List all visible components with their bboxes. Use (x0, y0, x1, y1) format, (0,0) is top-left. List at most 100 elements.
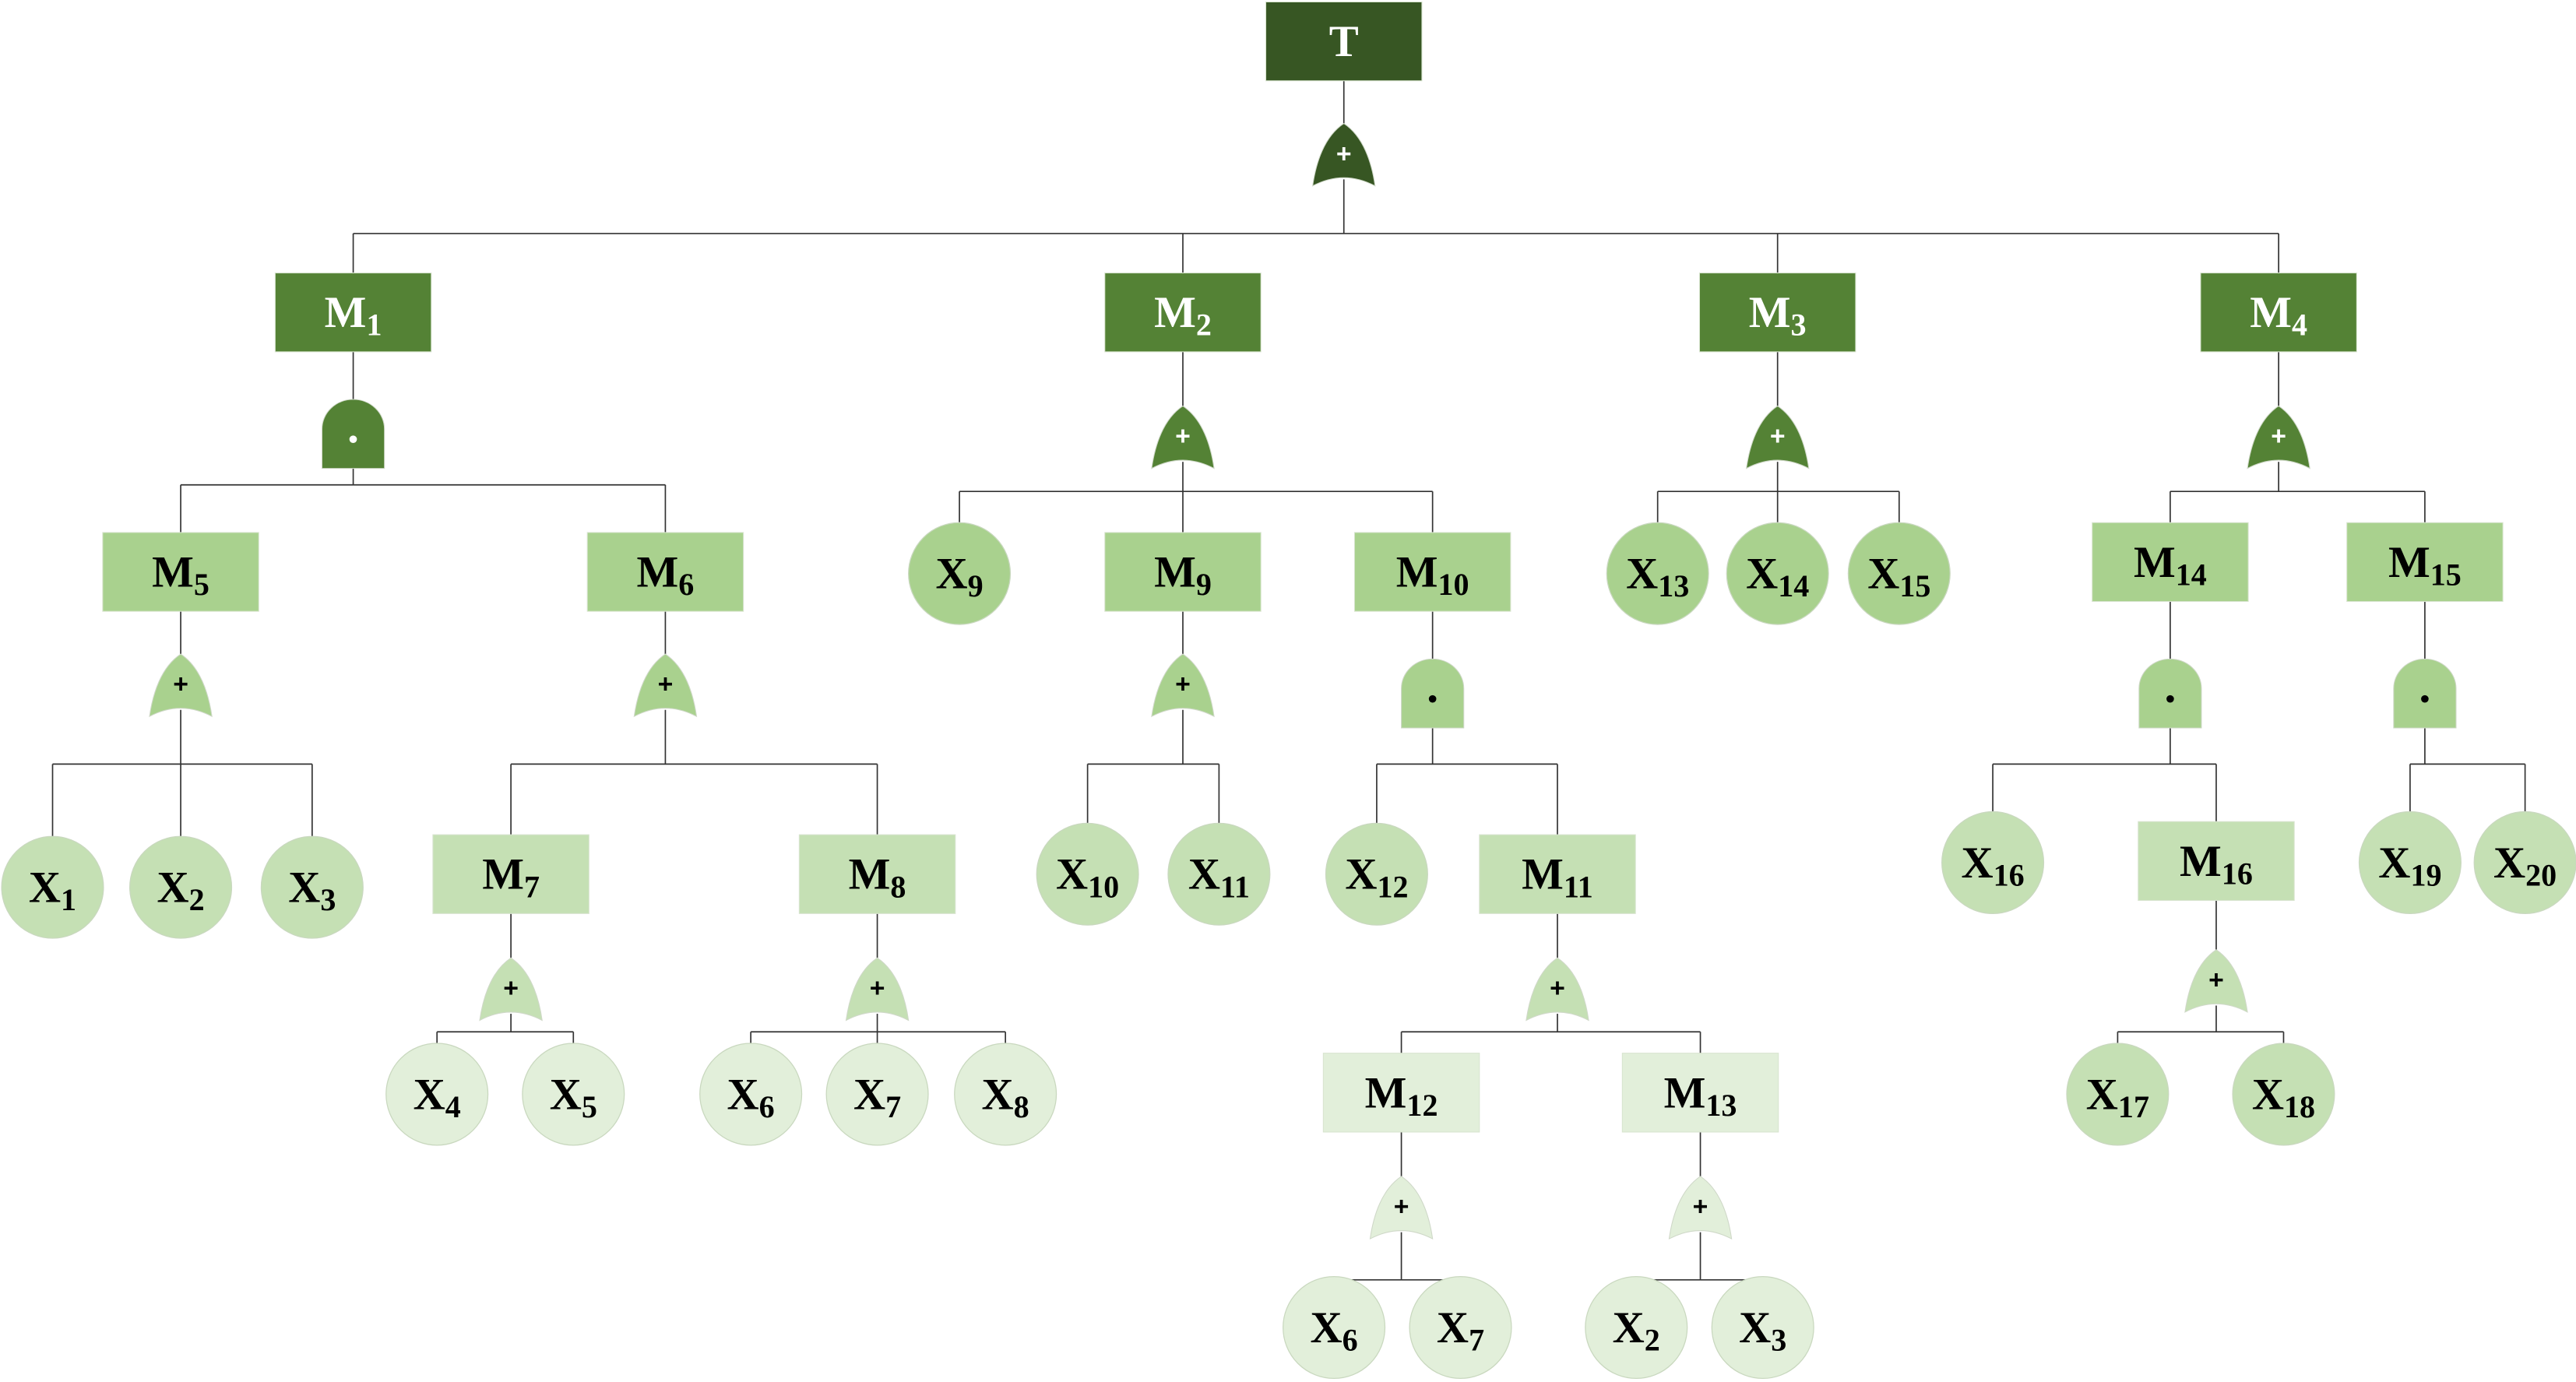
intermediate-event-m14[interactable]: M14 (2092, 522, 2249, 603)
node-label-main: M (849, 850, 891, 899)
intermediate-event-m8[interactable]: M8 (798, 834, 956, 914)
node-label-main: X (550, 1070, 582, 1119)
basic-event-x18[interactable]: X18 (2232, 1043, 2335, 1146)
intermediate-event-m15[interactable]: M15 (2346, 522, 2504, 603)
basic-event-x3b[interactable]: X3 (1711, 1275, 1814, 1380)
or-gate-symbol: + (658, 670, 674, 699)
intermediate-event-m12[interactable]: M12 (1322, 1053, 1480, 1133)
node-label: X6 (727, 1070, 775, 1124)
node-label: M15 (2388, 538, 2462, 593)
node-label-subscript: 4 (445, 1089, 461, 1124)
basic-event-circle (522, 1043, 625, 1146)
node-label-main: X (29, 863, 61, 913)
basic-event-circle (1941, 811, 2045, 914)
basic-event-x15[interactable]: X15 (1847, 522, 1951, 625)
node-label-subscript: 6 (759, 1089, 775, 1124)
intermediate-event-m5[interactable]: M5 (102, 532, 259, 612)
basic-event-x5[interactable]: X5 (522, 1043, 625, 1146)
intermediate-event-m16[interactable]: M16 (2138, 821, 2295, 902)
basic-event-x10[interactable]: X10 (1036, 822, 1139, 926)
node-label: M12 (1365, 1068, 1438, 1123)
node-label: M8 (849, 850, 906, 905)
basic-event-circle (825, 1043, 929, 1146)
basic-event-x3[interactable]: X3 (260, 835, 364, 939)
node-label-main: M (2250, 288, 2292, 337)
node-label-main: M (2388, 538, 2430, 587)
event-box (274, 273, 432, 353)
basic-event-x4[interactable]: X4 (385, 1043, 489, 1146)
node-label-subscript: 6 (1343, 1323, 1358, 1358)
or-gate-symbol: + (173, 670, 188, 699)
node-label-subscript: 2 (1645, 1323, 1660, 1358)
basic-event-x2b[interactable]: X2 (1585, 1275, 1688, 1380)
basic-event-x1[interactable]: X1 (1, 835, 104, 939)
basic-event-x7b[interactable]: X7 (1409, 1275, 1512, 1380)
node-label-subscript: 7 (524, 869, 540, 904)
or-gate-icon (1526, 957, 1589, 1022)
basic-event-x20[interactable]: X20 (2473, 811, 2576, 914)
or-gate-icon (1668, 1176, 1733, 1240)
node-label-subscript: 16 (2222, 856, 2253, 891)
node-label: X4 (413, 1070, 461, 1124)
node-label: X11 (1188, 850, 1250, 905)
basic-event-x19[interactable]: X19 (2358, 811, 2462, 914)
logic-gates: +•++++++++•+++••+ (149, 122, 2457, 1240)
node-label: X7 (1437, 1303, 1484, 1358)
node-label-subscript: 12 (1377, 869, 1408, 904)
basic-event-x8[interactable]: X8 (954, 1043, 1057, 1146)
basic-event-x6a[interactable]: X6 (699, 1043, 803, 1146)
basic-event-x12[interactable]: X12 (1325, 822, 1428, 926)
intermediate-event-m1[interactable]: M1 (274, 273, 432, 353)
node-label-subscript: 7 (1469, 1323, 1484, 1358)
intermediate-event-m9[interactable]: M9 (1104, 532, 1262, 612)
intermediate-event-m6[interactable]: M6 (586, 532, 744, 612)
basic-event-x17[interactable]: X17 (2066, 1043, 2170, 1146)
node-label: X3 (1739, 1303, 1786, 1358)
and-gate-icon (321, 399, 385, 469)
node-label: X17 (2086, 1070, 2149, 1124)
intermediate-event-m11[interactable]: M11 (1479, 834, 1636, 914)
node-label-subscript: 2 (189, 882, 205, 917)
basic-event-x13[interactable]: X13 (1606, 522, 1709, 625)
basic-event-x9[interactable]: X9 (908, 522, 1012, 625)
and-gate-symbol: • (2166, 684, 2175, 713)
node-label: X19 (2378, 839, 2441, 893)
intermediate-event-m10[interactable]: M10 (1353, 532, 1511, 612)
node-label-main: X (1613, 1303, 1645, 1352)
basic-event-circle (2232, 1043, 2335, 1146)
node-label-subscript: 3 (1791, 308, 1807, 343)
intermediate-event-m7[interactable]: M7 (432, 834, 589, 914)
node-label-subscript: 3 (320, 882, 336, 917)
event-box (432, 834, 589, 914)
node-label-main: M (1396, 548, 1438, 597)
node-label-subscript: 17 (2118, 1089, 2149, 1124)
basic-event-circle (908, 522, 1012, 625)
basic-event-x7a[interactable]: X7 (825, 1043, 929, 1146)
node-label-main: M (1522, 850, 1564, 899)
node-label-subscript: 10 (1438, 567, 1469, 602)
node-label-subscript: 16 (1994, 857, 2025, 892)
intermediate-event-m3[interactable]: M3 (1698, 273, 1856, 353)
node-label: M3 (1749, 288, 1807, 343)
node-label-main: X (935, 550, 967, 599)
node-label: X8 (982, 1070, 1029, 1124)
intermediate-event-m13[interactable]: M13 (1621, 1053, 1779, 1133)
node-label-subscript: 18 (2284, 1089, 2315, 1124)
basic-event-circle (1606, 522, 1709, 625)
and-gate-symbol: • (1428, 684, 1438, 713)
node-label: X10 (1056, 850, 1119, 905)
basic-event-x6b[interactable]: X6 (1283, 1275, 1386, 1380)
intermediate-event-t[interactable]: T (1265, 1, 1423, 82)
intermediate-event-m2[interactable]: M2 (1104, 273, 1262, 353)
basic-event-x16[interactable]: X16 (1941, 811, 2045, 914)
basic-event-x11[interactable]: X11 (1167, 822, 1271, 926)
event-box (2346, 522, 2504, 603)
event-box (798, 834, 956, 914)
node-label-main: M (1664, 1068, 1706, 1117)
basic-event-x14[interactable]: X14 (1726, 522, 1829, 625)
basic-event-circle (1726, 522, 1829, 625)
intermediate-event-m4[interactable]: M4 (2200, 273, 2357, 353)
node-label: M1 (325, 288, 382, 343)
basic-event-x2[interactable]: X2 (129, 835, 233, 939)
